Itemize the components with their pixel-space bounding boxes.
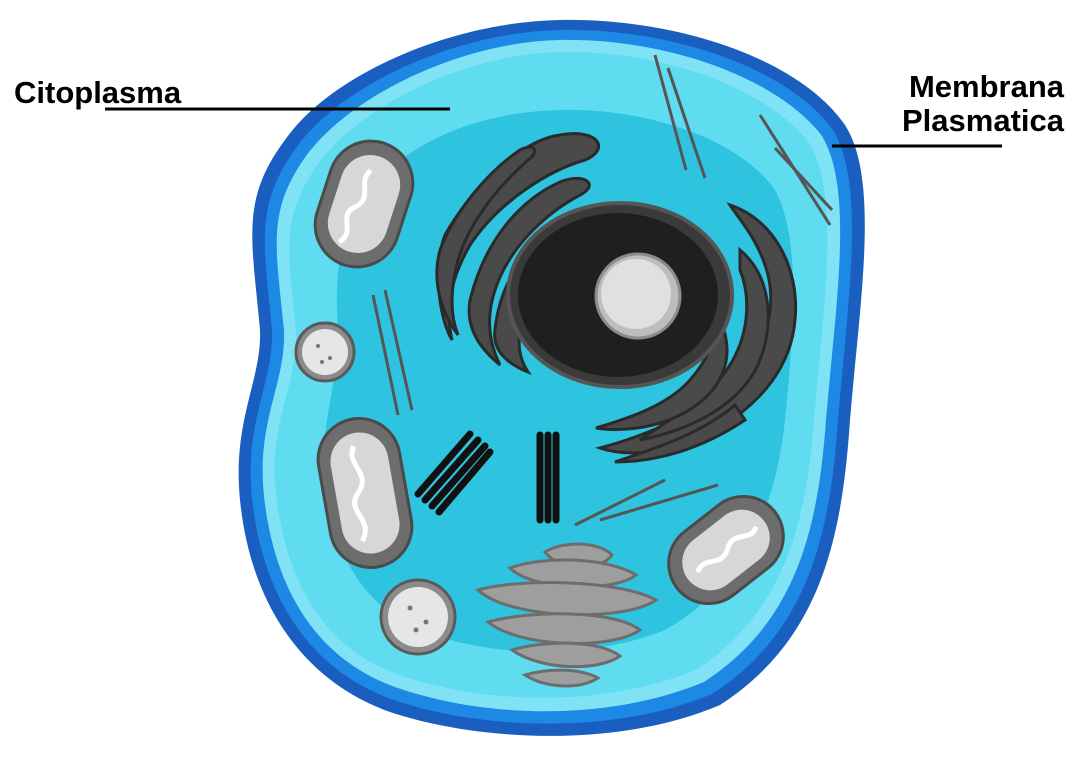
nucleolus-icon bbox=[594, 252, 682, 340]
membrana-label-line1: Membrana bbox=[908, 69, 1064, 104]
mitochondrion-icon bbox=[667, 494, 785, 606]
centriole-icon bbox=[414, 430, 494, 516]
membrana-plasmatica-label: Membrana Plasmatica bbox=[902, 70, 1064, 138]
mitochondrion-icon bbox=[313, 139, 415, 269]
mitochondrion-icon bbox=[316, 417, 414, 569]
vesicle-icon bbox=[294, 321, 356, 383]
rough-er-icon bbox=[594, 202, 798, 464]
centriole-icon bbox=[536, 431, 560, 524]
vesicle-icon bbox=[379, 578, 457, 656]
golgi-icon bbox=[475, 542, 659, 688]
citoplasma-label: Citoplasma bbox=[14, 75, 182, 110]
membrana-label-line2: Plasmatica bbox=[902, 103, 1064, 138]
microtubule-icon bbox=[371, 54, 834, 527]
